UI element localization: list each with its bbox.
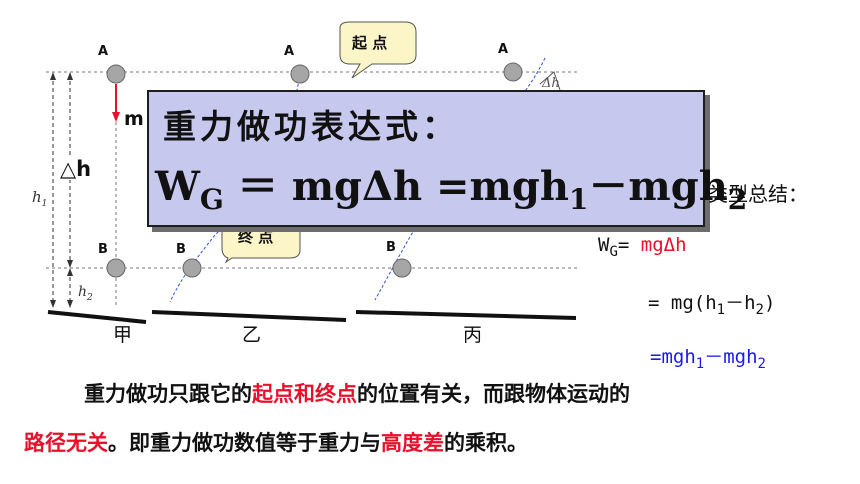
ground-case1 — [47, 310, 147, 324]
start-callout-bubble — [339, 21, 417, 79]
point-label-a-case2: A — [284, 44, 295, 59]
h2-label: h2 — [78, 284, 93, 303]
ground-case2 — [151, 310, 347, 322]
type-summary-heading: 类型总结： — [708, 182, 808, 206]
point-label-b-case2: B — [176, 242, 186, 257]
h1-label: h1 — [32, 188, 48, 209]
case-label-yi: 乙 — [242, 324, 262, 346]
end-callout-text: 终 点 — [238, 228, 274, 246]
h1-top-arrow — [50, 72, 56, 80]
gravity-arrowhead — [112, 112, 120, 122]
h2-bottom-arrow — [67, 300, 73, 308]
summary-line-2: = mg(h1－h2) — [648, 292, 776, 318]
delta-h-label: △h — [60, 157, 92, 181]
case-label-bing: 丙 — [463, 324, 483, 346]
h1-bottom-arrow — [50, 300, 56, 308]
ball-b-case2 — [182, 258, 202, 278]
ball-a-case2 — [290, 64, 310, 84]
delta-h-small-label: Δh — [542, 76, 560, 91]
case-label-jia: 甲 — [113, 324, 133, 346]
ball-b-case1 — [106, 258, 126, 278]
point-label-a-case1: A — [98, 44, 109, 59]
case-c-tick — [539, 71, 561, 91]
formula-title: 重力做功表达式： — [163, 107, 459, 146]
point-label-a-case3: A — [498, 42, 509, 57]
summary-line-3: =mgh1－mgh2 — [650, 346, 766, 372]
delta-h-top-arrow — [67, 72, 73, 80]
ball-a-case1 — [106, 64, 126, 84]
start-callout-text: 起 点 — [352, 34, 388, 52]
conclusion-line-1: 重力做功只跟它的起点和终点的位置有关，而跟物体运动的 — [84, 382, 630, 406]
conclusion-line-2: 路径无关。即重力做功数值等于重力与高度差的乘积。 — [24, 431, 528, 455]
case-c-path — [374, 57, 546, 301]
ball-b-case3 — [392, 258, 412, 278]
delta-h-bottom-arrow — [67, 260, 73, 268]
ball-a-case3 — [503, 62, 523, 82]
ground-case3 — [355, 310, 577, 320]
point-label-b-case1: B — [98, 242, 108, 257]
formula-box: 重力做功表达式： WG ＝ mgΔh =mgh1－mgh2 — [147, 90, 747, 227]
h2-top-arrow — [67, 268, 73, 276]
point-label-b-case3: B — [386, 240, 396, 255]
work-formula: WG ＝ mgΔh =mgh1－mgh2 — [155, 163, 748, 216]
mass-label: m — [124, 108, 144, 130]
summary-line-1: WG= mgΔh — [598, 234, 687, 260]
